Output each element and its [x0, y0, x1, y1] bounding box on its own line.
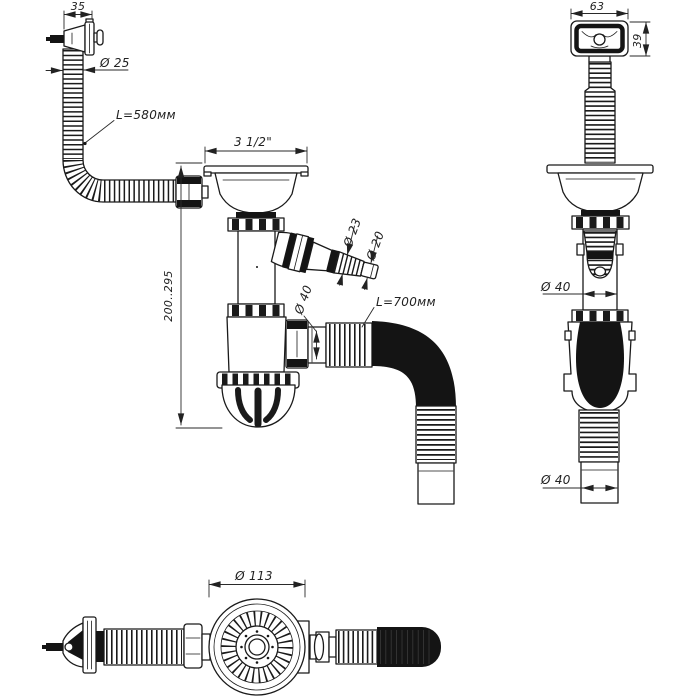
strainer-plan: [208, 598, 310, 696]
dim-pipe-diameter: Ø 40: [540, 280, 571, 294]
overflow-cover: [570, 20, 629, 63]
label-overflow-hose-length: L=580мм: [116, 108, 176, 122]
side-dimensions: 63 39 Ø 40 Ø 40: [540, 0, 651, 492]
branch-barb: [332, 250, 365, 277]
dim-strainer-size: 3 1/2": [234, 135, 272, 149]
overflow-head-plan: [42, 616, 104, 674]
overflow-head-body: [63, 24, 86, 53]
overflow-hose-ribs: [63, 50, 175, 202]
trap-outlet: [285, 319, 327, 369]
hose-through-trap: [576, 322, 624, 408]
dim-overflow-hose-diameter: Ø 25: [99, 56, 130, 70]
branch-spout: [270, 231, 379, 280]
dim-hose-end-diameter: Ø 40: [540, 473, 571, 487]
cover-screw: [593, 33, 606, 46]
outlet-plan: [309, 627, 441, 667]
trap-body: [226, 316, 287, 373]
bottle-trap-side: [563, 309, 637, 504]
dim-flange-diameter: Ø 113: [234, 569, 273, 583]
dim-outlet-diameter: Ø 40: [291, 283, 315, 317]
overflow-nut-plan: [183, 623, 203, 669]
label-outlet-hose-length: L=700мм: [376, 295, 436, 309]
bottle-trap: [216, 316, 300, 428]
dim-height-range: 200..295: [162, 270, 175, 321]
branch-tip: [360, 261, 379, 280]
dim-cover-height: 39: [631, 33, 644, 48]
overflow-hose-580: [62, 48, 177, 203]
front-view: 35 Ø 25 L=580мм 3 1/2" 200..295 Ø 23 Ø 2…: [45, 0, 457, 505]
sink-strainer-side: [546, 164, 654, 230]
dim-overflow-head-width: 35: [71, 0, 86, 13]
plan-dimensions: Ø 113: [208, 569, 306, 598]
dim-cover-width: 63: [590, 0, 605, 13]
strainer-bowl: [214, 172, 298, 214]
overflow-bolt: [50, 35, 64, 43]
overflow-hose-side: [584, 61, 616, 164]
overflow-head-knob: [96, 29, 104, 46]
hose-bend-black: [372, 321, 456, 408]
strainer-gasket: [236, 212, 276, 218]
cover-frame: [574, 23, 625, 54]
sink-strainer-front: [203, 165, 309, 232]
tube-side: [576, 228, 624, 311]
overflow-head: [46, 18, 104, 56]
overflow-hose-plan: [103, 623, 211, 669]
hose-end-cuff: [417, 462, 455, 505]
side-view: 63 39 Ø 40 Ø 40: [540, 0, 654, 504]
dim-branch-tip: Ø 20: [363, 229, 387, 263]
outlet-hose-700: [325, 321, 457, 505]
hose-end-cuff-side: [580, 461, 619, 504]
strainer-slots: [221, 611, 293, 683]
branch-oring: [326, 249, 339, 274]
strainer-flange: [203, 165, 309, 174]
adjustment-tube: [227, 230, 285, 318]
outlet-cuff: [307, 326, 327, 364]
dim-branch-outer: Ø 23: [340, 216, 364, 250]
plan-view: Ø 113: [42, 569, 441, 696]
overflow-flange-plan: [82, 616, 97, 674]
overflow-bolt-plan: [46, 643, 63, 651]
strainer-center-hole: [248, 638, 266, 656]
